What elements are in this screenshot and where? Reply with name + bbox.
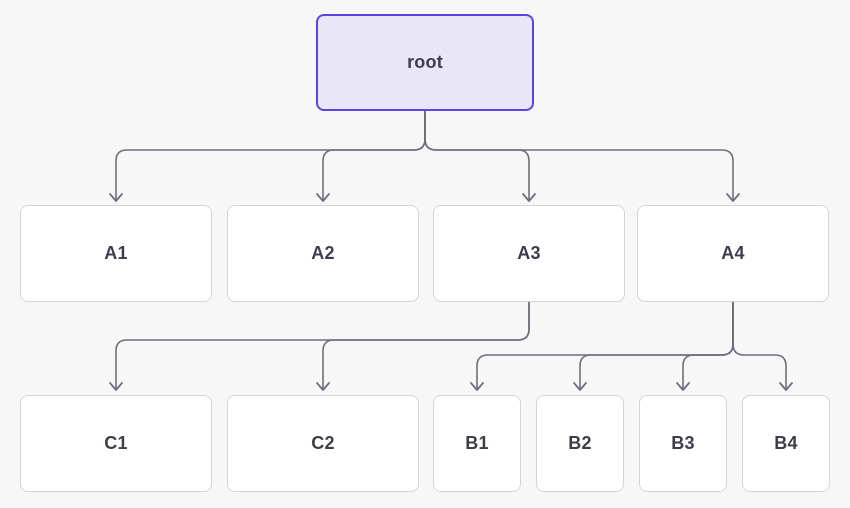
- arrowhead-icon: [316, 382, 330, 391]
- node-label: C1: [104, 433, 128, 453]
- node-b2[interactable]: B2: [536, 395, 624, 492]
- arrowhead-icon: [726, 193, 740, 202]
- edge-a4-b4: [732, 301, 787, 390]
- edge-root-a2: [322, 110, 426, 201]
- node-label: A1: [104, 243, 128, 263]
- edge-a4-b1: [476, 301, 734, 390]
- node-label: A2: [311, 243, 335, 263]
- node-a2[interactable]: A2: [227, 205, 419, 302]
- node-label: B4: [774, 433, 798, 453]
- node-label: root: [407, 52, 443, 72]
- arrowhead-icon: [470, 382, 484, 391]
- node-label: A4: [721, 243, 745, 263]
- node-b3[interactable]: B3: [639, 395, 727, 492]
- arrowhead-icon: [109, 193, 123, 202]
- node-b4[interactable]: B4: [742, 395, 830, 492]
- node-a3[interactable]: A3: [433, 205, 625, 302]
- arrowhead-icon: [522, 193, 536, 202]
- node-label: A3: [517, 243, 541, 263]
- node-label: B2: [568, 433, 592, 453]
- node-a1[interactable]: A1: [20, 205, 212, 302]
- node-label: B3: [671, 433, 695, 453]
- edge-a4-b3: [682, 301, 734, 390]
- arrowhead-icon: [676, 382, 690, 391]
- node-c2[interactable]: C2: [227, 395, 419, 492]
- node-root[interactable]: root: [316, 14, 534, 111]
- edge-root-a4: [424, 110, 734, 201]
- node-label: B1: [465, 433, 489, 453]
- edge-root-a1: [115, 110, 426, 201]
- node-a4[interactable]: A4: [637, 205, 829, 302]
- edge-a4-b2: [579, 301, 734, 390]
- edge-a3-c1: [115, 301, 530, 390]
- node-c1[interactable]: C1: [20, 395, 212, 492]
- arrowhead-icon: [109, 382, 123, 391]
- edge-root-a3: [424, 110, 530, 201]
- edge-a3-c2: [322, 301, 530, 390]
- arrowhead-icon: [573, 382, 587, 391]
- arrowhead-icon: [779, 382, 793, 391]
- arrowhead-icon: [316, 193, 330, 202]
- node-b1[interactable]: B1: [433, 395, 521, 492]
- node-label: C2: [311, 433, 335, 453]
